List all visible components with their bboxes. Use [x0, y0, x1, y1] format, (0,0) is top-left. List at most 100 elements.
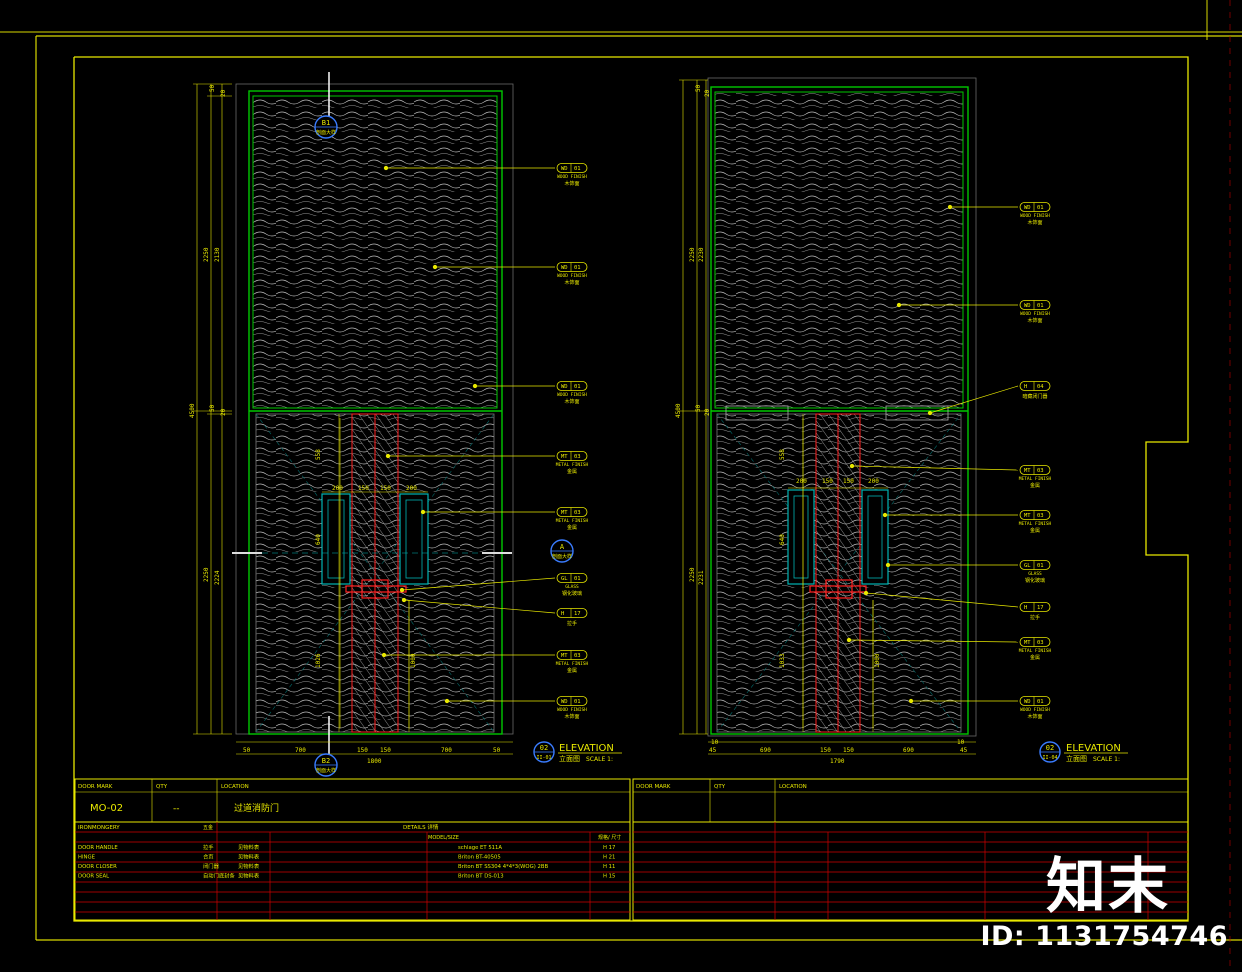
tag-number: 01	[1037, 303, 1044, 309]
tag-desc-cn: 钢化玻璃	[1025, 577, 1045, 584]
row-item: DOOR SEAL	[78, 874, 109, 880]
dim-text: 150	[843, 478, 854, 485]
tag-number: 17	[574, 611, 581, 617]
right-dimension-lines	[679, 79, 976, 755]
row-code: H 21	[603, 855, 615, 861]
dim-text: 150	[358, 485, 369, 492]
dim-text: 640	[315, 534, 322, 545]
dim-text: 150	[820, 747, 831, 754]
leader-dot	[896, 302, 902, 308]
dim-total: 1800	[367, 758, 382, 765]
tag-desc-en: WOOD FINISH	[557, 707, 587, 713]
dim-text: 45	[709, 747, 717, 754]
header-location: LOCATION	[221, 784, 249, 790]
leader-line	[929, 385, 1019, 414]
dim-text: 2250	[203, 567, 210, 582]
dim-text: 690	[903, 747, 914, 754]
tag-code: WD	[561, 384, 568, 390]
dim-text: 640	[779, 534, 786, 545]
tag-desc-cn: 金属	[567, 468, 577, 475]
tag-box	[1019, 560, 1051, 570]
dim-text: 50	[209, 84, 216, 92]
leader-dot	[908, 698, 914, 704]
tag-desc-cn: 木饰面	[1027, 219, 1042, 226]
tag-code: WD	[561, 265, 568, 271]
schedule-table-left	[74, 778, 631, 921]
tag-number: 01	[1037, 699, 1044, 705]
row-note: 见物料表	[238, 862, 260, 870]
right-door-elevation	[707, 77, 977, 737]
row-code: H 15	[603, 874, 615, 880]
tag-code: WD	[1024, 303, 1031, 309]
left-elevation-title: 02 II-01 ELEVATION 立面图 SCALE 1:	[533, 741, 622, 763]
marker-b2-id: B2	[322, 757, 330, 765]
row-model: schlage ET 511A	[458, 845, 502, 851]
tag-desc-en: WOOD FINISH	[557, 392, 587, 398]
tag-number: 01	[574, 265, 581, 271]
leader-dot	[432, 264, 438, 270]
tag-box	[1019, 381, 1051, 391]
marker-b1-id: B1	[322, 119, 330, 127]
tag-desc-cn: 金属	[567, 524, 577, 531]
leader-line	[401, 577, 556, 591]
tag-desc-en: METAL FINISH	[556, 518, 589, 524]
tag-desc-cn: 金属	[567, 667, 577, 674]
leader-dot	[472, 383, 478, 389]
tag-code: GL	[561, 576, 568, 582]
leader-dot	[927, 410, 933, 416]
qty-value: --	[173, 804, 180, 814]
tag-box	[1019, 202, 1051, 212]
leader-dot	[444, 698, 450, 704]
left-title-no: 02	[540, 744, 548, 752]
leader-dot	[863, 590, 869, 596]
left-dimension-lines	[193, 83, 513, 755]
tag-desc-cn: 木饰面	[1027, 713, 1042, 720]
material-leaders	[381, 165, 1019, 704]
tag-desc-cn: 拉手	[1030, 614, 1040, 621]
leader-dot	[385, 453, 391, 459]
tag-number: 03	[574, 653, 581, 659]
row-item-cn: 自动门底封条	[203, 872, 235, 880]
tag-box	[1019, 510, 1051, 520]
dim-text: 10	[711, 739, 719, 746]
dim-text: 1000	[410, 653, 417, 668]
tag-box	[556, 262, 588, 272]
section-marker-b2: B2 剖面大样	[314, 753, 338, 777]
leader-dot	[399, 587, 405, 593]
tag-box	[556, 451, 588, 461]
leader-line	[848, 639, 1019, 643]
left-title-cn: 立面图	[559, 754, 580, 763]
marker-b2-sub: 剖面大样	[316, 767, 336, 774]
details-label: DETAILS 详情	[403, 823, 439, 831]
dim-text: 558	[315, 449, 322, 460]
tag-box	[556, 163, 588, 173]
right-title: ELEVATION	[1066, 743, 1121, 754]
tag-code: H	[1024, 605, 1027, 611]
tag-box	[1019, 696, 1051, 706]
dim-text: 700	[441, 747, 452, 754]
tag-number: 03	[574, 454, 581, 460]
tag-desc-en: GLASS	[565, 584, 579, 590]
tag-code: H	[1024, 384, 1027, 390]
tag-desc-en: WOOD FINISH	[557, 174, 587, 180]
right-title-no: 02	[1046, 744, 1054, 752]
marker-b1-sub: 剖面大样	[316, 129, 336, 136]
tag-number: 01	[574, 166, 581, 172]
tag-number: 01	[574, 699, 581, 705]
tag-number: 04	[1037, 384, 1044, 390]
schedule-table-right	[632, 778, 1189, 921]
row-item: DOOR CLOSER	[78, 864, 117, 870]
left-scale: SCALE 1:	[586, 756, 613, 763]
